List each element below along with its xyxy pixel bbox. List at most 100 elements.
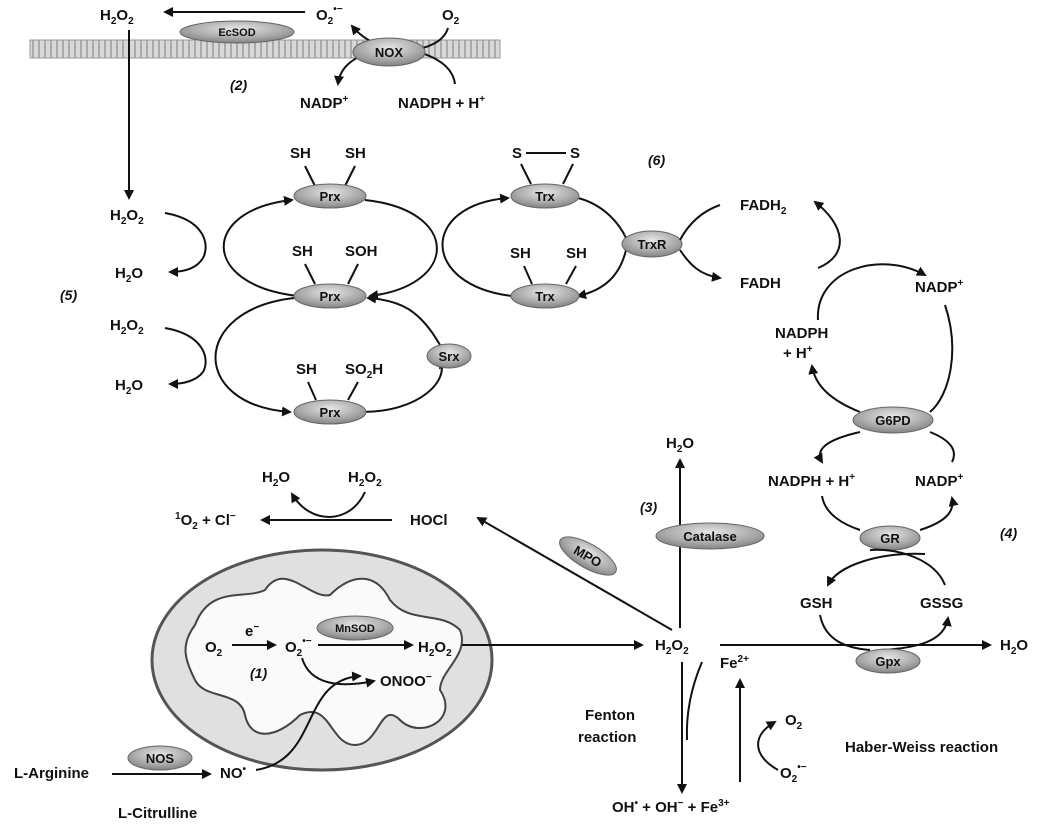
svg-text:NOS: NOS xyxy=(146,751,175,766)
svg-text:MnSOD: MnSOD xyxy=(335,623,375,635)
svg-text:G6PD: G6PD xyxy=(875,413,910,428)
trx-cycle-left xyxy=(441,193,513,297)
prx-cycle-top-left xyxy=(222,195,299,297)
h2o2-into-prx-1 xyxy=(164,212,207,259)
fenton-1: Fenton xyxy=(585,707,635,724)
prx-cycle-srx-return xyxy=(366,293,441,346)
h2o2-hocl: H2O2 xyxy=(348,469,382,489)
prx-bot-enzyme: Prx xyxy=(293,399,367,425)
section-number-6: (6) xyxy=(648,152,665,168)
h2o2-into-prx-2 xyxy=(164,327,207,373)
svg-text:GR: GR xyxy=(880,531,900,546)
fadh-to-fadh2 xyxy=(813,200,841,269)
nadph-right-1: NADPH xyxy=(775,325,828,342)
o2-fenton: O2 xyxy=(785,712,803,732)
haber-weiss-label: Haber-Weiss reaction xyxy=(845,739,998,756)
gpx-enzyme: Gpx xyxy=(855,648,921,674)
mpo-enzyme: MPO xyxy=(559,536,617,576)
h2o2-to-hocl-mpo xyxy=(476,517,673,631)
hocl: HOCl xyxy=(410,512,448,529)
h2o-prx-2: H2O xyxy=(115,377,143,397)
h2o-hocl: H2O xyxy=(262,469,290,489)
fadh: FADH xyxy=(740,275,781,292)
onoo: ONOO− xyxy=(380,672,432,690)
svg-text:Srx: Srx xyxy=(439,349,461,364)
prx-mid-sh: SH xyxy=(292,243,313,260)
catalase-enzyme: Catalase xyxy=(655,522,765,550)
nadph-to-nadp-right xyxy=(816,263,927,321)
g6pd-cycle-right xyxy=(929,431,955,463)
mitochondrion-inner xyxy=(184,577,463,747)
l-arginine: L-Arginine xyxy=(14,765,89,782)
srx-enzyme: Srx xyxy=(426,343,472,369)
nox-enzyme: NOX xyxy=(352,37,426,67)
h2o-out-prx-2 xyxy=(168,371,204,389)
fenton-curve xyxy=(685,661,703,741)
fe2: Fe2+ xyxy=(720,654,749,672)
svg-text:TrxR: TrxR xyxy=(638,237,668,252)
svg-text:Catalase: Catalase xyxy=(683,529,736,544)
svg-text:EcSOD: EcSOD xyxy=(218,27,255,39)
h2o-gpx: H2O xyxy=(1000,637,1028,657)
gssg-arc-top xyxy=(869,548,946,586)
nadp-to-g6pd xyxy=(929,304,954,413)
prx-cycle-bottom-left xyxy=(214,297,295,417)
no-radical: NO• xyxy=(220,764,247,782)
h2o2-prx-2: H2O2 xyxy=(110,317,144,337)
trx-bot-sh-right: SH xyxy=(566,245,587,262)
oh-products: OH• + OH− + Fe3+ xyxy=(612,798,730,816)
prx-mid-soh: SOH xyxy=(345,243,378,260)
fadh2-to-trxr xyxy=(679,204,721,241)
h2o2-center: H2O2 xyxy=(655,637,689,657)
nadp-plus-gr: NADP+ xyxy=(915,472,964,490)
svg-text:NOX: NOX xyxy=(375,45,404,60)
svg-text:Trx: Trx xyxy=(535,289,555,304)
section-number-1: (1) xyxy=(250,665,267,681)
prx-bot-so2h: SO2H xyxy=(345,361,383,381)
nadph-right-2: + H+ xyxy=(783,344,813,362)
trx-top-enzyme: Trx xyxy=(510,183,580,209)
g6pd-cycle-left xyxy=(813,431,861,464)
nadph-h-top: NADPH + H+ xyxy=(398,94,485,112)
superoxide-to-o2-haber-weiss xyxy=(757,721,779,771)
prx-top-sh-right: SH xyxy=(345,145,366,162)
nos-enzyme: NOS xyxy=(127,745,193,771)
prx-cycle-top-right xyxy=(364,199,438,300)
trx-top-s-right: S xyxy=(570,145,580,162)
section-number-2: (2) xyxy=(230,77,247,93)
prx-mid-enzyme: Prx xyxy=(293,283,367,309)
h2o2-top-left: H2O2 xyxy=(100,7,134,27)
trx-cycle-top-right xyxy=(577,197,627,239)
o2-top-right: O2 xyxy=(442,7,460,27)
no-to-onoo xyxy=(255,671,362,771)
h2o2-to-h2o-hocl-arc xyxy=(290,491,366,518)
mnsod-enzyme: MnSOD xyxy=(316,615,394,641)
gsh: GSH xyxy=(800,595,833,612)
svg-text:Trx: Trx xyxy=(535,189,555,204)
g6pd-enzyme: G6PD xyxy=(852,406,934,434)
h2o2-mito: H2O2 xyxy=(418,639,452,659)
ecsod-enzyme: EcSOD xyxy=(179,20,295,44)
superoxide-top: O2•− xyxy=(316,4,343,27)
nadph-h-gr: NADPH + H+ xyxy=(768,472,855,490)
trxr-enzyme: TrxR xyxy=(621,230,683,258)
svg-text:Prx: Prx xyxy=(320,405,342,420)
trx-bot-sh-left: SH xyxy=(510,245,531,262)
gr-cycle-left xyxy=(821,495,861,531)
section-number-3: (3) xyxy=(640,499,657,515)
g6pd-to-nadph xyxy=(808,364,861,413)
svg-text:Prx: Prx xyxy=(320,289,342,304)
gr-enzyme: GR xyxy=(859,525,921,551)
superoxide-fenton: O2•− xyxy=(780,762,807,785)
fadh2: FADH2 xyxy=(740,197,787,217)
trx-top-s-left: S xyxy=(512,145,522,162)
h2o-prx-1: H2O xyxy=(115,265,143,285)
trxr-to-fadh xyxy=(679,249,722,282)
prx-top-enzyme: Prx xyxy=(293,183,367,209)
superoxide-to-onoo xyxy=(301,657,376,688)
l-citrulline: L-Citrulline xyxy=(118,805,197,822)
prx-bot-sh: SH xyxy=(296,361,317,378)
h2o-out-prx-1 xyxy=(168,257,204,277)
nadp-plus-right: NADP+ xyxy=(915,278,964,296)
